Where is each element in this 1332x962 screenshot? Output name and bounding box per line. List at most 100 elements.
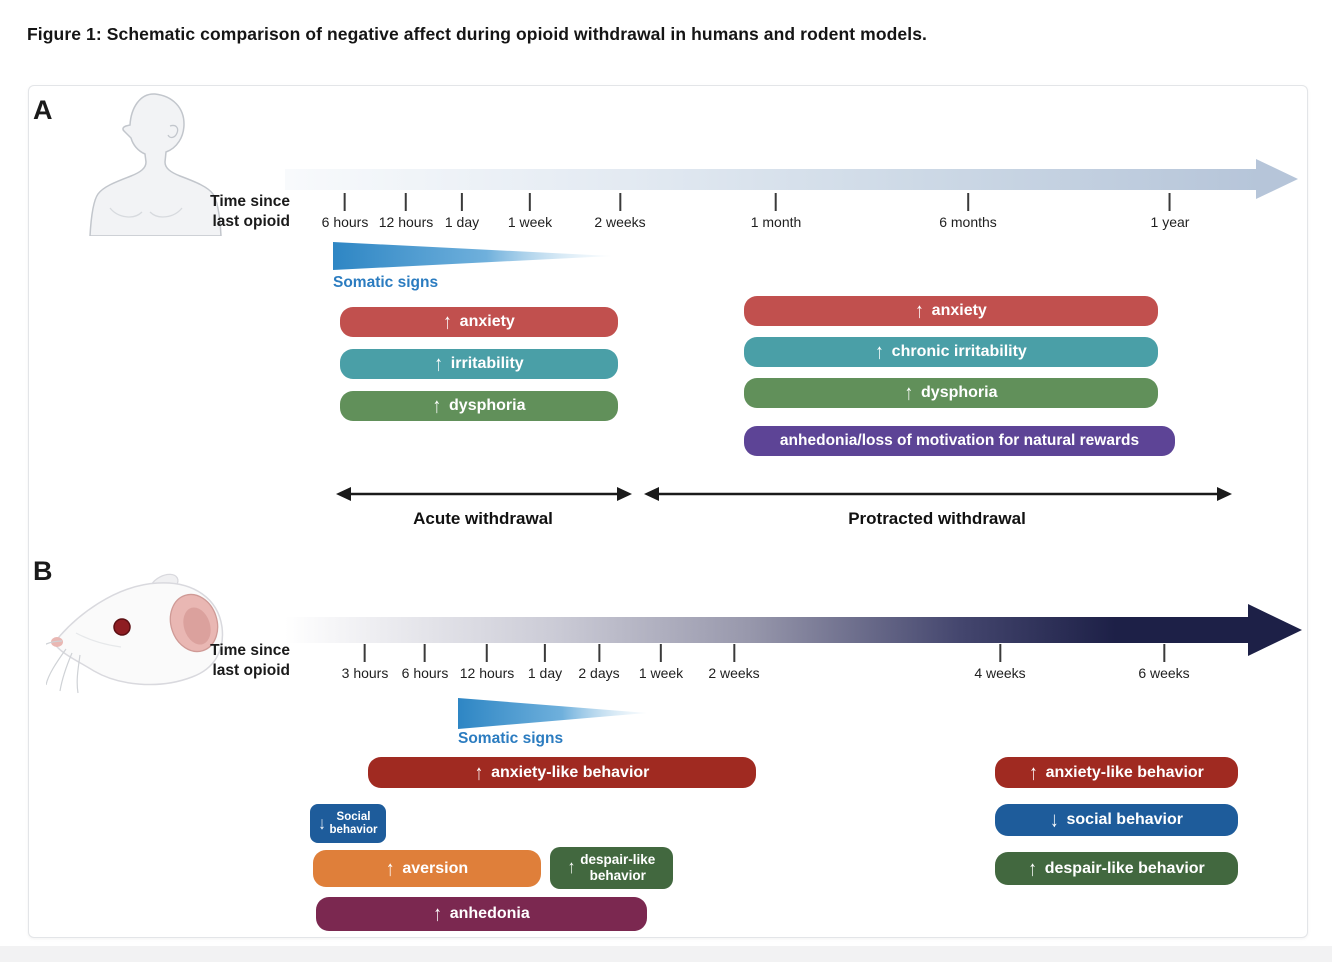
badge-line2: behavior — [589, 868, 646, 883]
bar-despair-like-behavior-protracted: ↑ despair-like behavior — [995, 852, 1238, 885]
panel-a-label: A — [33, 95, 53, 125]
bar-label: social behavior — [1066, 811, 1184, 828]
tick-mark — [659, 644, 662, 662]
up-arrow-icon: ↑ — [875, 339, 884, 364]
time-axis-label-human: Time since last opioid — [130, 192, 290, 232]
up-arrow-icon: ↑ — [432, 393, 442, 418]
bar-label: aversion — [402, 859, 469, 877]
tick-mark — [967, 193, 969, 211]
badge-line2: behavior — [329, 823, 378, 836]
tick-label: 1 week — [507, 214, 553, 230]
bar-label: chronic irritability — [891, 343, 1027, 360]
timeline-tick-6-weeks: 6 weeks — [1138, 644, 1190, 681]
tick-mark — [485, 644, 488, 662]
tick-label: 2 weeks — [594, 214, 646, 230]
timeline-tick-6-months: 6 months — [939, 193, 997, 230]
tick-label: 1 day — [527, 665, 563, 681]
up-arrow-icon: ↑ — [915, 298, 924, 323]
acute-withdrawal-span-arrow — [336, 487, 632, 501]
rat-head-illustration — [46, 573, 224, 694]
timeline-tick-12-hours: 12 hours — [379, 193, 433, 230]
human-torso-illustration — [89, 93, 222, 236]
time-axis-line1: Time since — [210, 193, 290, 210]
bar-label: anxiety — [459, 313, 515, 330]
somatic-signs-label-human: Somatic signs — [333, 274, 439, 291]
badge-text: Social behavior — [330, 811, 378, 837]
tick-label: 12 hours — [378, 214, 434, 230]
protracted-withdrawal-span-arrow — [644, 487, 1232, 501]
badge-social-behavior-acute: ↓ Social behavior — [310, 804, 386, 843]
up-arrow-icon: ↑ — [1028, 856, 1037, 880]
bar-label: dysphoria — [449, 397, 526, 414]
down-arrow-icon: ↓ — [1050, 807, 1059, 832]
tick-label: 1 week — [638, 665, 684, 681]
tick-label: 6 hours — [401, 665, 449, 681]
tick-mark — [461, 193, 463, 211]
bar-label: anxiety-like behavior — [491, 763, 650, 781]
timeline-tick-4-weeks: 4 weeks — [974, 644, 1026, 681]
timeline-tick-1-day: 1 day — [528, 644, 562, 681]
up-arrow-icon: ↑ — [443, 309, 452, 334]
bar-dysphoria-protracted: ↑ dysphoria — [744, 378, 1158, 408]
bar-label: anhedonia/loss of motivation for natural… — [779, 432, 1140, 449]
page-footer-strip — [0, 946, 1332, 962]
up-arrow-icon: ↑ — [474, 760, 484, 784]
figure-card — [28, 85, 1308, 938]
tick-label: 6 months — [939, 214, 997, 230]
tick-label: 1 year — [1150, 214, 1190, 230]
tick-mark — [528, 193, 531, 211]
bar-label: anxiety-like behavior — [1045, 763, 1204, 781]
timeline-arrowhead-rodent — [1248, 604, 1302, 656]
timeline-arrow-rodent — [285, 617, 1250, 643]
down-arrow-icon: ↓ — [318, 812, 326, 833]
tick-mark — [1162, 644, 1165, 662]
tick-label: 6 hours — [321, 214, 369, 230]
timeline-arrowhead-human — [1256, 159, 1298, 199]
bar-anxiety-acute: ↑ anxiety — [340, 307, 618, 337]
bar-dysphoria-acute: ↑ dysphoria — [340, 391, 618, 421]
up-arrow-icon: ↑ — [385, 856, 395, 880]
badge-despair-like-behavior-acute: ↑ despair-like behavior — [550, 847, 673, 889]
tick-mark — [732, 644, 735, 662]
tick-label: 2 weeks — [708, 665, 760, 681]
figure-caption: Figure 1: Schematic comparison of negati… — [27, 24, 928, 44]
bar-aversion-acute: ↑ aversion — [313, 850, 541, 887]
badge-text: despair-like behavior — [580, 852, 655, 883]
up-arrow-icon: ↑ — [433, 901, 442, 926]
tick-label: 3 hours — [341, 665, 389, 681]
time-axis-line2: last opioid — [212, 213, 291, 230]
bar-label: dysphoria — [921, 384, 998, 401]
up-arrow-icon: ↑ — [1029, 760, 1038, 784]
bar-label: anxiety — [931, 302, 987, 319]
tick-mark — [1168, 193, 1171, 211]
timeline-tick-1-day: 1 day — [445, 193, 479, 230]
timeline-tick-1-month: 1 month — [750, 193, 802, 230]
tick-mark — [998, 644, 1001, 662]
tick-mark — [404, 193, 407, 211]
timeline-tick-6-hours: 6 hours — [401, 644, 449, 681]
tick-mark — [618, 193, 621, 211]
bar-anxiety-protracted: ↑ anxiety — [744, 296, 1158, 326]
protracted-withdrawal-label: Protracted withdrawal — [848, 509, 1026, 528]
badge-line1: despair-like — [580, 852, 656, 868]
up-arrow-icon: ↑ — [567, 857, 576, 879]
somatic-signs-triangle-human — [333, 242, 612, 270]
bar-anhedonia-protracted: anhedonia/loss of motivation for natural… — [744, 426, 1175, 456]
timeline-tick-3-hours: 3 hours — [341, 644, 389, 681]
bar-anxiety-like-behavior-acute: ↑ anxiety-like behavior — [368, 757, 756, 788]
acute-withdrawal-label: Acute withdrawal — [413, 509, 553, 528]
up-arrow-icon: ↑ — [434, 351, 443, 376]
tick-label: 6 weeks — [1138, 665, 1190, 681]
time-axis-line2: last opioid — [212, 662, 291, 679]
bar-chronic-irritability-protracted: ↑ chronic irritability — [744, 337, 1158, 367]
tick-mark — [598, 644, 600, 662]
tick-mark — [544, 644, 546, 662]
tick-label: 4 weeks — [974, 665, 1026, 681]
timeline-arrow-human — [285, 169, 1258, 190]
bar-irritability-acute: ↑ irritability — [340, 349, 618, 379]
tick-label: 12 hours — [459, 665, 515, 681]
tick-label: 1 month — [750, 214, 802, 230]
tick-label: 1 day — [444, 214, 480, 230]
tick-mark — [775, 193, 777, 211]
